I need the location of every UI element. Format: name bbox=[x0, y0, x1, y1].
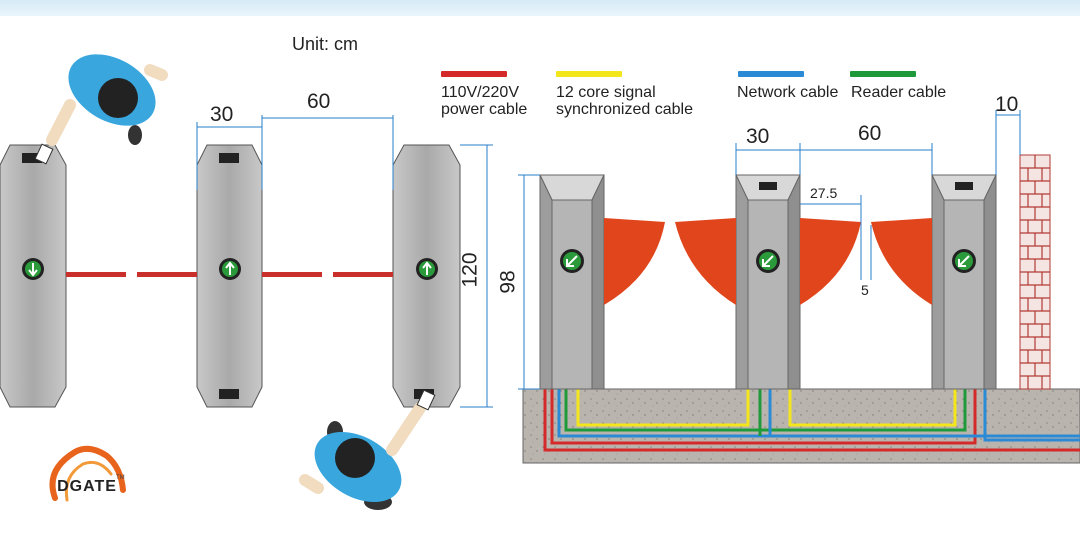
legend-reader-label: Reader cable bbox=[851, 84, 947, 101]
front-view-pillar-right bbox=[931, 174, 997, 390]
logo-trademark: TM bbox=[116, 475, 125, 481]
unit-label: Unit: cm bbox=[292, 34, 359, 54]
front-dim-wing-gap: 5 bbox=[861, 282, 869, 298]
card-reader-icon bbox=[219, 389, 239, 399]
legend-power-line2: power cable bbox=[441, 101, 528, 118]
logo-swoosh-icon bbox=[49, 445, 126, 502]
arrow-diagonal-icon bbox=[756, 249, 780, 273]
signal-cable-run-2 bbox=[788, 389, 957, 427]
arrow-up-icon bbox=[219, 258, 241, 280]
legend-signal-line2: synchronized cable bbox=[556, 101, 693, 118]
legend-power-line1: 110V/220V bbox=[441, 84, 519, 101]
front-view-pillar-middle bbox=[735, 174, 801, 390]
card-reader-icon bbox=[219, 153, 239, 163]
power-cable-run bbox=[543, 389, 1080, 452]
wing-left-1 bbox=[604, 218, 665, 305]
top-dim-gate-length: 120 bbox=[458, 252, 482, 288]
card-reader-icon bbox=[759, 182, 777, 190]
front-dim-gate-width: 30 bbox=[746, 125, 770, 148]
front-view-pillar-left bbox=[539, 174, 605, 390]
arrow-diagonal-icon bbox=[952, 249, 976, 273]
card-reader-icon bbox=[22, 153, 42, 163]
arrow-down-icon bbox=[22, 258, 44, 280]
legend-swatch-power bbox=[441, 71, 507, 77]
network-cable-run bbox=[557, 389, 1080, 438]
wing-right-1 bbox=[800, 218, 861, 305]
arrow-diagonal-icon bbox=[560, 249, 584, 273]
top-view-barriers bbox=[66, 272, 393, 277]
brick-wall bbox=[1019, 154, 1051, 390]
header-band bbox=[0, 0, 1080, 16]
logo-text: DGATE bbox=[57, 478, 117, 495]
front-dim-wing-length: 27.5 bbox=[810, 185, 838, 201]
front-dim-wall-gap: 10 bbox=[995, 93, 1019, 116]
top-dim-lane-width: 60 bbox=[307, 90, 331, 113]
signal-cable-run-1 bbox=[576, 389, 750, 427]
legend-signal-line1: 12 core signal bbox=[556, 84, 656, 101]
front-dim-lane-width: 60 bbox=[858, 122, 882, 145]
legend-network-label: Network cable bbox=[737, 84, 839, 101]
wing-barriers bbox=[604, 218, 932, 305]
person-icon bbox=[299, 389, 436, 510]
legend-swatch-reader bbox=[850, 71, 916, 77]
legend-swatch-signal bbox=[556, 71, 622, 77]
arrow-up-icon bbox=[416, 258, 438, 280]
front-view-dimension-lines bbox=[518, 110, 1021, 390]
legend-swatch-network bbox=[738, 71, 804, 77]
wing-left-2 bbox=[675, 218, 736, 305]
wing-right-2 bbox=[871, 218, 932, 305]
top-dim-gate-width: 30 bbox=[210, 103, 234, 126]
top-view-dimension-lines bbox=[196, 115, 493, 408]
reader-cable-run bbox=[564, 389, 967, 432]
card-reader-icon bbox=[955, 182, 973, 190]
dgate-logo: DGATE TM bbox=[45, 440, 131, 512]
cable-routing bbox=[543, 389, 1080, 452]
person-icon bbox=[34, 54, 168, 165]
front-dim-height: 98 bbox=[496, 270, 520, 294]
